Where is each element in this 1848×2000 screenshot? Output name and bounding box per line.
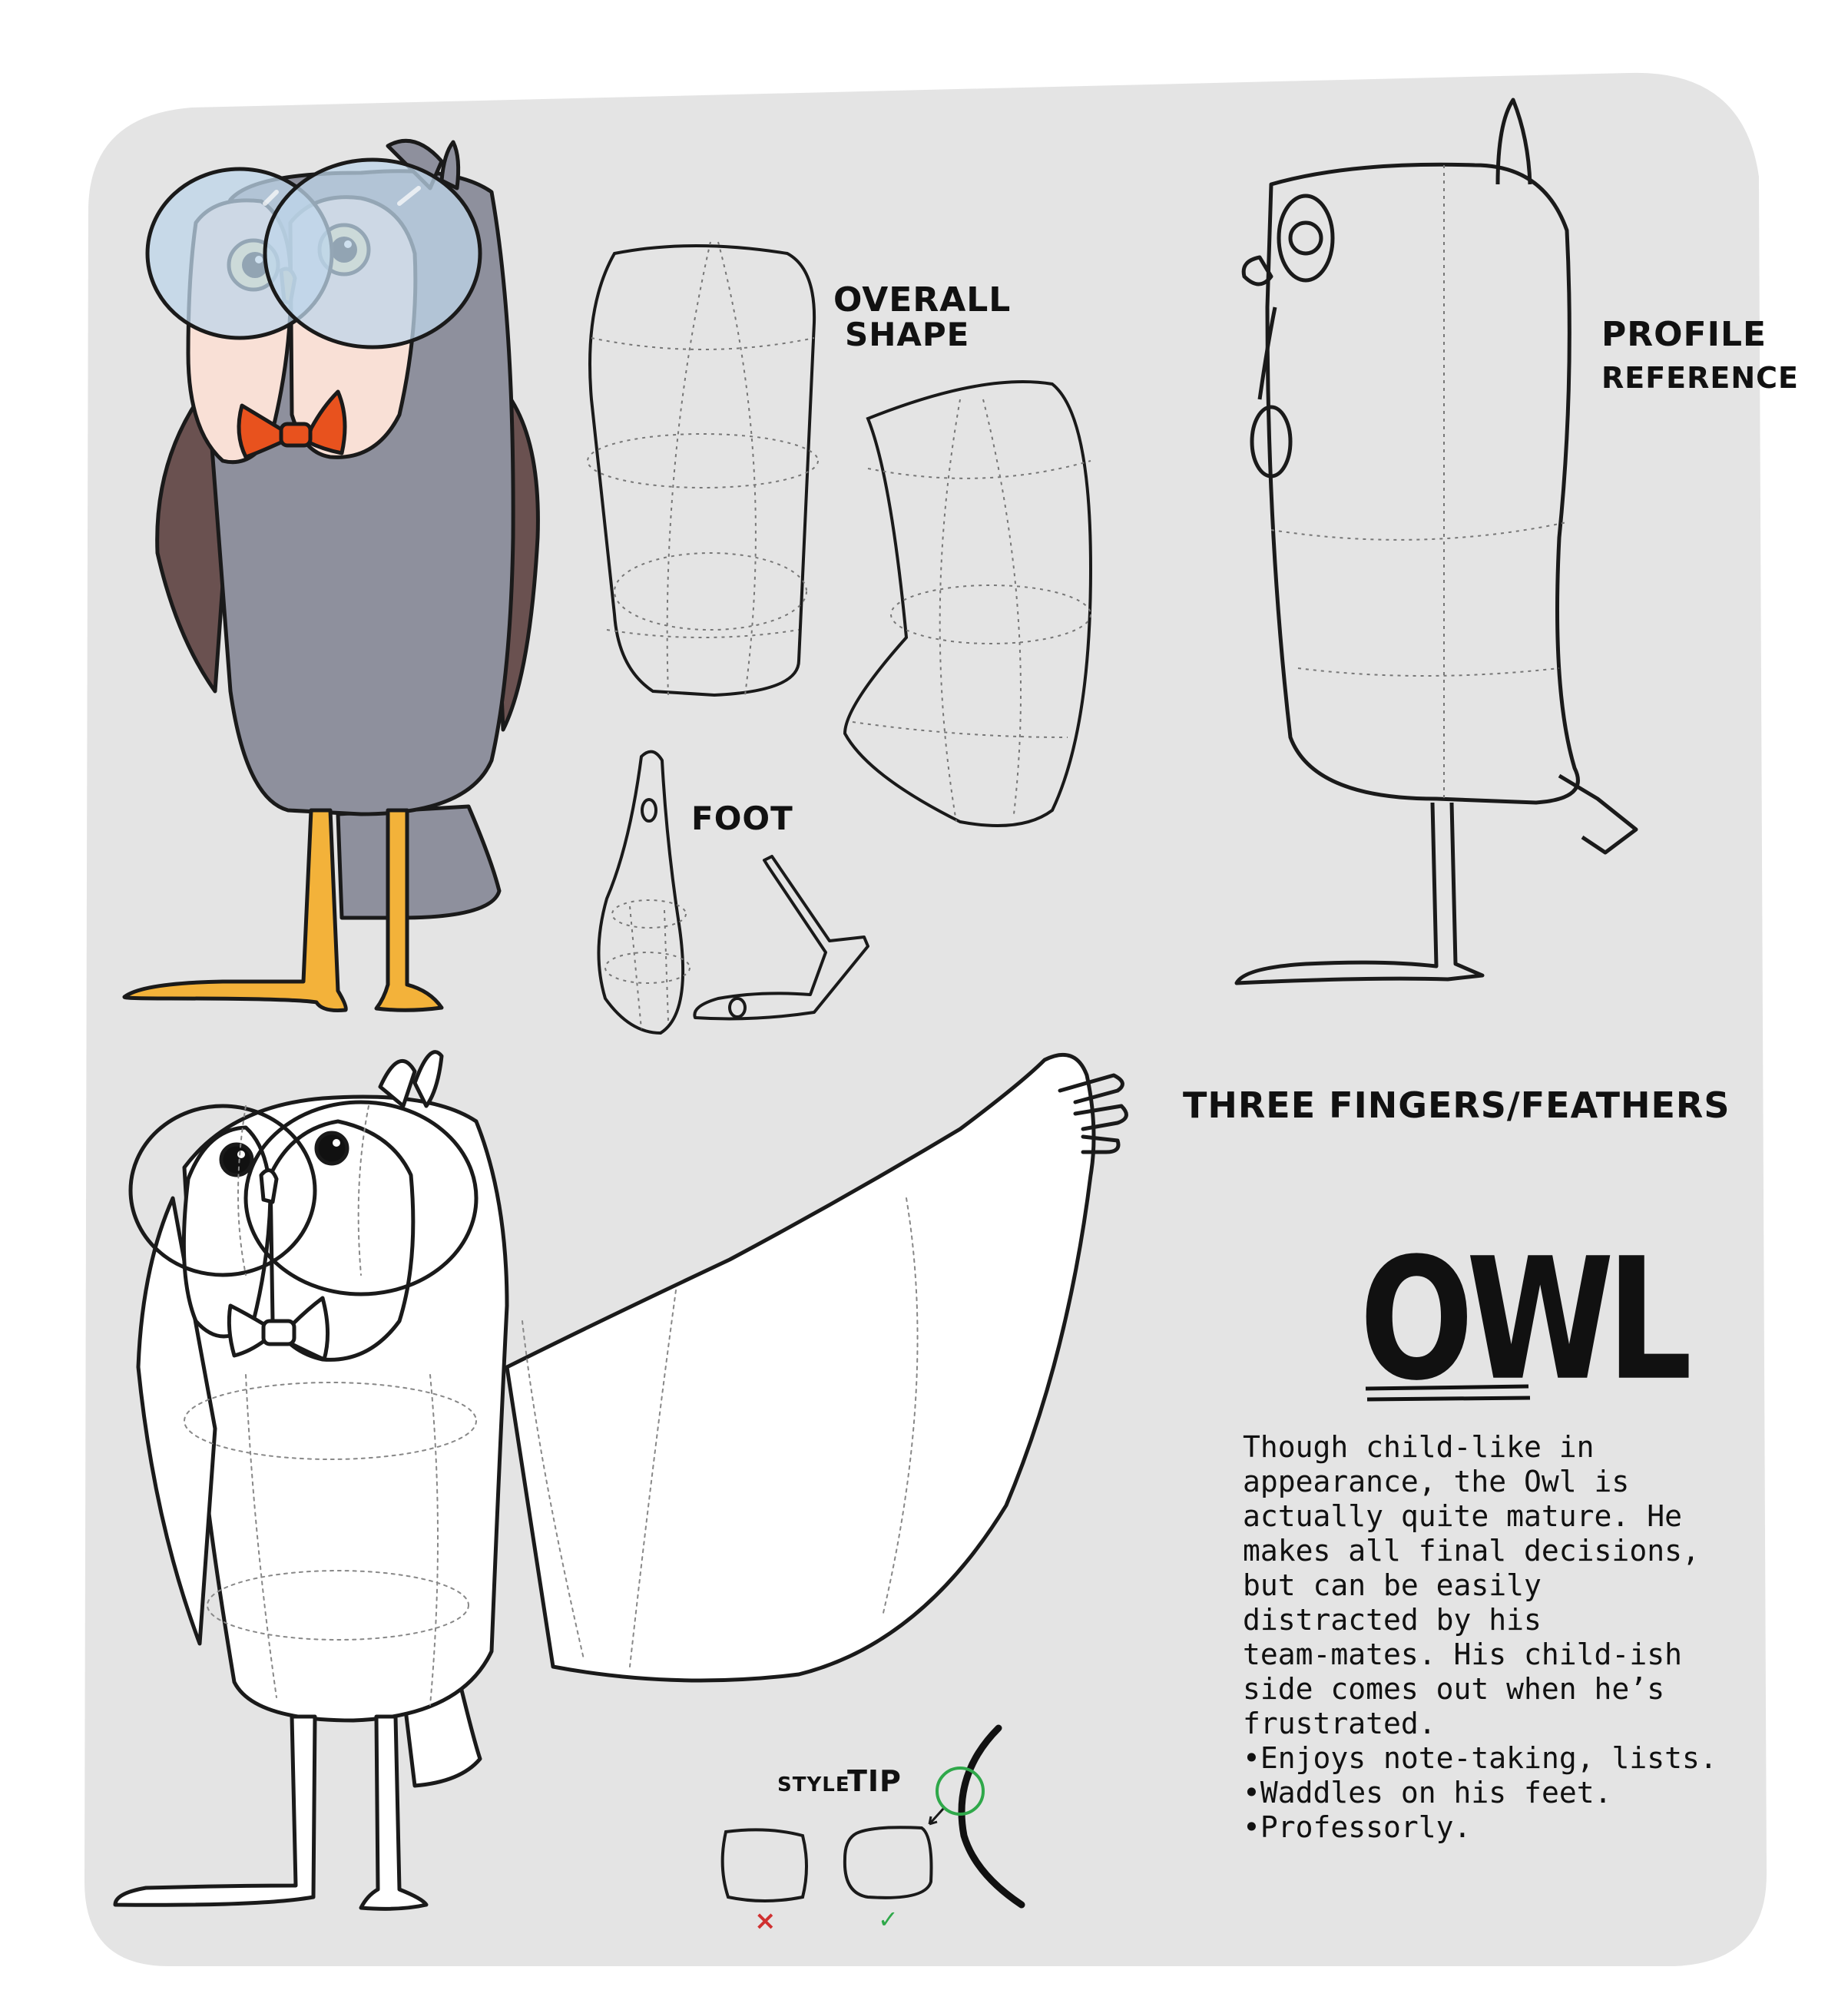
foot-sketch [597, 750, 869, 1035]
style-tip-right-mark: ✓ [878, 1905, 899, 1934]
label-overall-shape-line1: OVERALL [833, 280, 1011, 320]
style-tip-label: STYLE [777, 1773, 850, 1796]
profile-sketch [1234, 98, 1638, 985]
title-underline-1 [1365, 1384, 1529, 1391]
style-tip-highlight-circle [936, 1767, 985, 1816]
character-description: Though child-like in appearance, the Owl… [1243, 1430, 1700, 1740]
label-overall-shape-line2: SHAPE [845, 316, 969, 353]
label-profile-line1: PROFILE [1601, 315, 1767, 354]
style-tip-wrong-shape [720, 1828, 808, 1902]
lineart-owl-wing [505, 1052, 1096, 1683]
bow-tie [237, 389, 347, 459]
label-three-fingers: THREE FINGERS/FEATHERS [1183, 1084, 1730, 1126]
trait-list: Enjoys note-taking, lists. Waddles on hi… [1243, 1741, 1796, 1845]
trait-item: Waddles on his feet. [1243, 1776, 1796, 1810]
overall-shape-sketch [587, 241, 1093, 827]
label-foot: FOOT [691, 800, 793, 837]
character-notes: Though child-like in appearance, the Owl… [1243, 1430, 1796, 1845]
owl-ear-tuft-right [439, 140, 461, 190]
style-tip-right-shape [843, 1826, 933, 1899]
style-tip-label-bold: TIP [847, 1764, 902, 1798]
owl-left-leg [122, 808, 348, 1012]
style-tip-wrong-mark: × [754, 1906, 777, 1936]
owl-tail [336, 804, 502, 920]
lineart-owl [113, 1050, 1128, 1911]
style-tip-arrow [928, 1807, 945, 1826]
glasses [145, 157, 482, 349]
colored-owl [122, 138, 540, 1012]
trait-item: Enjoys note-taking, lists. [1243, 1741, 1796, 1776]
style-tip-stroke-example [958, 1724, 1025, 1909]
owl-right-leg [374, 808, 444, 1012]
title-underline-2 [1366, 1396, 1531, 1402]
label-profile-line2: REFERENCE [1601, 361, 1799, 395]
trait-item: Professorly. [1243, 1810, 1796, 1845]
style-tip: STYLE TIP × ✓ [720, 1724, 1025, 1936]
